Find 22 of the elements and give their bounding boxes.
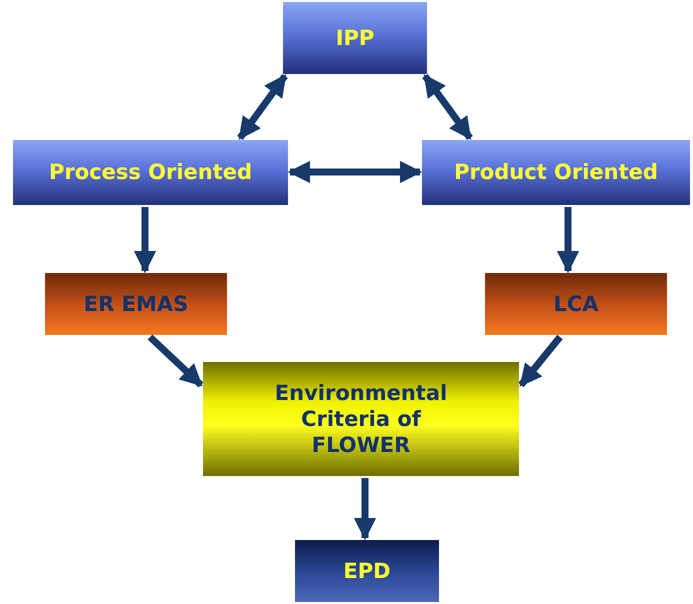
box-label: LCA bbox=[552, 290, 600, 318]
arrow bbox=[422, 74, 473, 140]
arrow bbox=[237, 74, 288, 140]
process-box bbox=[13, 140, 288, 205]
arrow bbox=[556, 207, 580, 274]
box-label: Process Oriented bbox=[48, 159, 254, 186]
arrow bbox=[354, 478, 376, 540]
box-label: Product Oriented bbox=[453, 159, 659, 186]
box-label: IPP bbox=[334, 24, 376, 52]
process-box bbox=[295, 540, 439, 602]
process-box bbox=[45, 273, 227, 335]
arrow bbox=[148, 334, 204, 388]
process-box bbox=[422, 140, 690, 205]
box-label: Environmental Criteria of FLOWER bbox=[274, 380, 448, 458]
arrow bbox=[288, 160, 422, 184]
box-label: ER EMAS bbox=[82, 290, 190, 318]
box-label: EPD bbox=[342, 558, 392, 584]
arrow bbox=[134, 207, 156, 274]
arrow bbox=[518, 334, 563, 388]
process-box bbox=[485, 273, 667, 335]
process-box bbox=[283, 2, 427, 74]
process-box bbox=[203, 362, 519, 476]
